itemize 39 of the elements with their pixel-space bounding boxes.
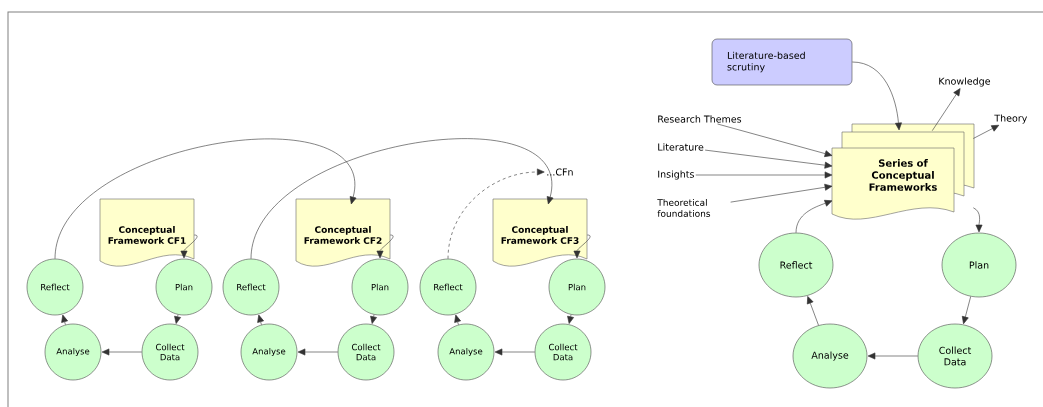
arrow: [573, 234, 591, 259]
arrow: [174, 314, 181, 324]
arrow: [54, 139, 357, 259]
arrow: [806, 296, 819, 326]
source-box: Literature-based scrutiny: [711, 38, 853, 86]
arrow: [961, 296, 971, 325]
input-label: Theoretical foundations: [657, 199, 711, 217]
output-label: Theory: [994, 114, 1028, 124]
arrow: [973, 124, 1000, 139]
arrow: [454, 314, 461, 326]
arrow: [973, 207, 983, 233]
arrow: [250, 138, 554, 259]
arrow: [717, 123, 833, 157]
output-label: ...CFn: [547, 168, 573, 176]
framework-stack: Series of Conceptual Frameworks: [831, 123, 975, 220]
input-label: Insights: [658, 170, 694, 180]
arrow: [567, 314, 574, 324]
arrow: [447, 168, 545, 259]
arrow: [867, 352, 918, 360]
arrow: [730, 183, 833, 203]
arrow: [931, 88, 961, 131]
framework-document: Conceptual Framework CF1: [99, 198, 195, 267]
input-label: Literature: [658, 143, 704, 151]
arrow: [704, 149, 833, 169]
framework-document: Conceptual Framework CF2: [295, 198, 391, 267]
input-label: Research Themes: [658, 115, 742, 123]
arrow: [297, 348, 338, 356]
framework-document: Conceptual Framework CF3: [492, 198, 588, 267]
arrow: [370, 314, 377, 324]
arrow: [180, 234, 198, 259]
arrow: [101, 348, 142, 356]
arrow: [376, 234, 394, 259]
arrow: [795, 200, 833, 233]
arrow: [494, 348, 535, 356]
arrow: [257, 314, 264, 326]
output-label: Knowledge: [939, 77, 991, 87]
arrow: [852, 61, 902, 131]
arrow: [61, 314, 68, 326]
arrow: [695, 171, 833, 179]
